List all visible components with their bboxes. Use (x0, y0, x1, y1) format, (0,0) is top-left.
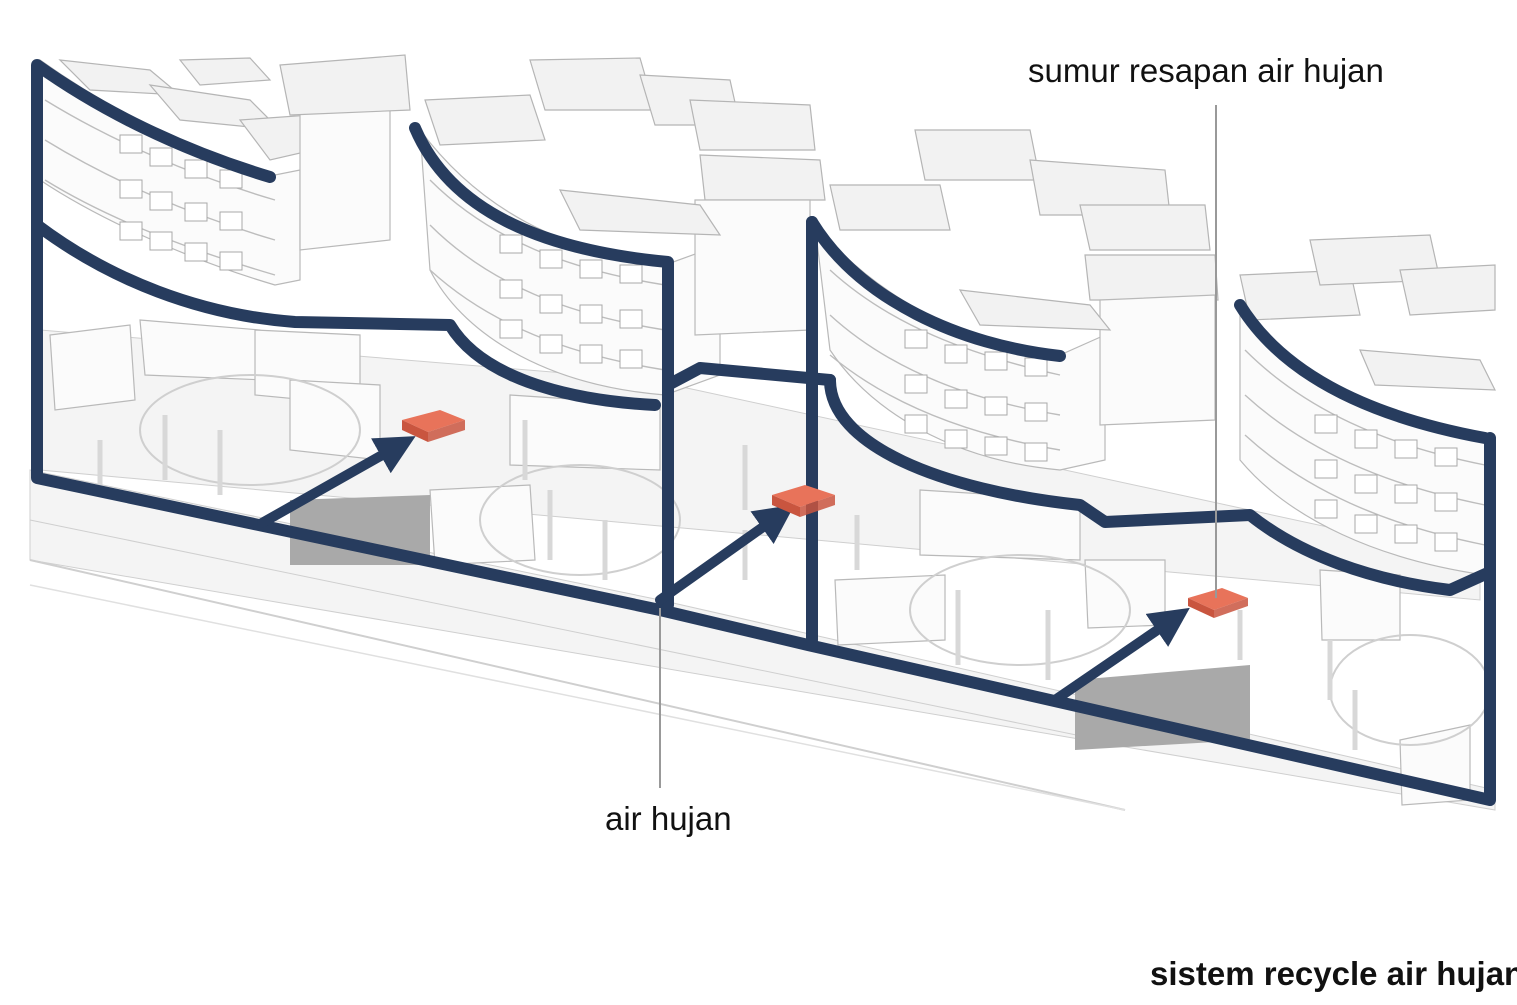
flow-arrows (257, 436, 1190, 705)
pipe-segment-2 (31, 219, 661, 411)
infiltration-wells (402, 410, 1248, 618)
ground-floor-structures (49, 319, 1491, 806)
pipe-segment-5 (806, 216, 1066, 362)
flow-arrow-2 (655, 504, 795, 605)
pipe-segment-8 (1234, 299, 1491, 444)
flow-arrow-1 (257, 436, 416, 528)
apartment-block-c (814, 129, 1219, 471)
infiltration-well-label: sumur resapan air hujan (1028, 52, 1384, 89)
rainwater-label: air hujan (605, 800, 732, 837)
rainwater-pipe-network (31, 59, 1496, 806)
flow-arrow-3 (1050, 607, 1190, 705)
diagram-title: sistem recycle air hujan (1150, 955, 1517, 992)
pipe-segment-1 (31, 59, 1496, 806)
infiltration-well-2 (772, 485, 835, 517)
pipe-segment-7 (824, 374, 1496, 596)
apartment-block-a (39, 54, 411, 286)
pipe-segment-3 (409, 122, 674, 611)
infiltration-well-3 (1188, 588, 1248, 618)
pipe-segment-4 (662, 362, 836, 391)
infiltration-well-1 (402, 410, 465, 442)
apartment-block-b (419, 57, 826, 396)
